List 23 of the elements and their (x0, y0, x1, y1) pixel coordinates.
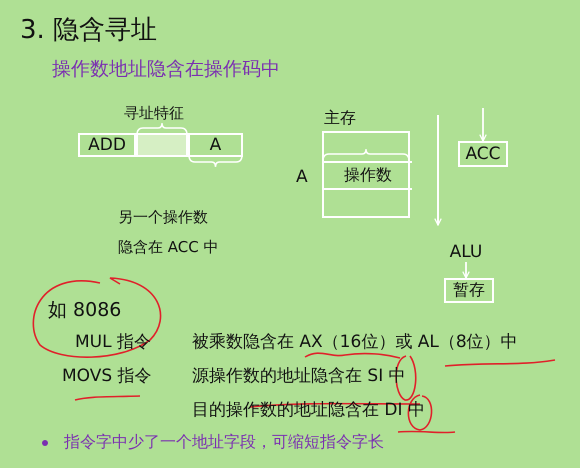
title: 3. 隐含寻址 (20, 14, 158, 47)
arrow (479, 108, 487, 142)
instruction-name: MOVS 指令 (62, 365, 152, 387)
subtitle: 操作数地址隐含在操作码中 (52, 57, 280, 82)
instruction-field (78, 133, 136, 157)
example-heading: 如 8086 (48, 298, 122, 323)
description: 被乘数隐含在 AX（16位）或 AL（8位）中 (192, 331, 518, 353)
register-box (458, 141, 508, 167)
note: 另一个操作数隐含在 ACC 中 (118, 207, 220, 258)
description: 目的操作数的地址隐含在 DI 中 (192, 399, 425, 421)
bullet-text: 指令字中少了一个地址字段，可缩短指令字长 (64, 432, 384, 453)
arrow (462, 262, 470, 279)
field-label: 寻址特征 (124, 104, 184, 123)
field-text: 暂存 (453, 280, 485, 301)
field-text: ADD (88, 135, 126, 155)
instruction-field (188, 133, 243, 157)
unit-name: ALU (450, 242, 482, 262)
register-box (444, 278, 494, 303)
operand-text: 操作数 (344, 165, 392, 186)
address-label: A (296, 167, 308, 187)
field-text: ACC (465, 144, 501, 164)
memory-heading: 主存 (324, 108, 356, 129)
field-text: A (210, 135, 222, 155)
